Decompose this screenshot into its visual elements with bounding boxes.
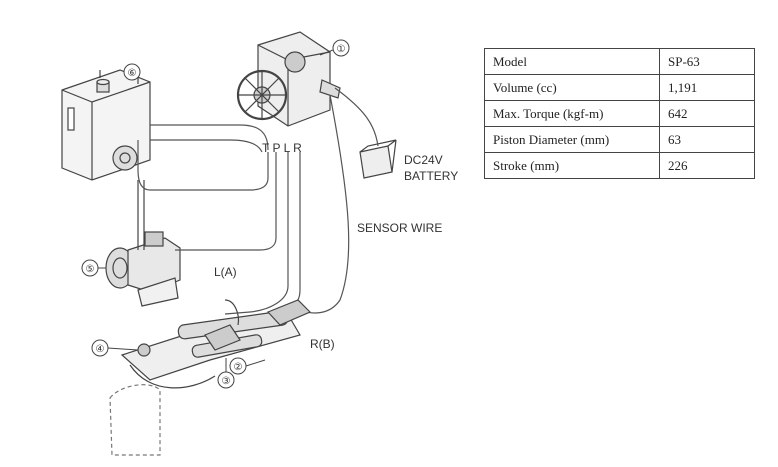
callout-3: ③ [222,376,231,387]
callout-4: ④ [96,344,105,355]
spec-row: Piston Diameter (mm) 63 [484,126,755,153]
callout-5: ⑤ [86,264,95,275]
battery-voltage-label: DC24V [404,153,443,167]
spec-key: Piston Diameter (mm) [484,126,660,153]
callout-1: ① [337,44,346,55]
spec-table: Model SP-63 Volume (cc) 1,191 Max. Torqu… [484,48,755,179]
cylinder-assembly [109,299,312,456]
spec-row: Model SP-63 [484,48,755,75]
spec-value: 63 [659,126,755,153]
battery [359,139,397,179]
steering-unit [236,31,341,127]
spec-row: Volume (cc) 1,191 [484,74,755,101]
motor-pump [105,180,181,307]
spec-key: Model [484,48,660,75]
spec-value: 1,191 [659,74,755,101]
spec-key: Max. Torque (kgf-m) [484,100,660,127]
callout-6: ⑥ [128,68,137,79]
spec-value: 226 [659,152,755,179]
battery-label: BATTERY [404,169,458,183]
spec-row: Max. Torque (kgf-m) 642 [484,100,755,127]
port-l-label: L(A) [214,265,237,279]
spec-value: SP-63 [659,48,755,75]
spec-key: Volume (cc) [484,74,660,101]
port-r-label: R(B) [310,337,335,351]
spec-row: Stroke (mm) 226 [484,152,755,179]
oil-tank [61,69,151,181]
spec-key: Stroke (mm) [484,152,660,179]
spec-value: 642 [659,100,755,127]
sensor-wire-label: SENSOR WIRE [357,221,442,235]
callout-2: ② [234,362,243,373]
port-labels: T P L R [262,141,302,155]
